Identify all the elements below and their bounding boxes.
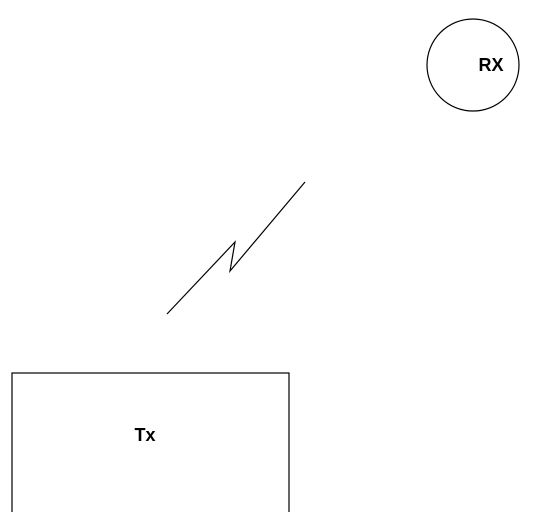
rx-circle	[426, 18, 520, 112]
tx-label: Tx	[134, 425, 155, 445]
rx-label: RX	[478, 55, 503, 75]
lightning-bolt-icon	[166, 181, 306, 315]
rx-node: RX	[426, 18, 520, 112]
tx-node: Tx	[11, 372, 290, 512]
tx-box	[11, 372, 290, 512]
